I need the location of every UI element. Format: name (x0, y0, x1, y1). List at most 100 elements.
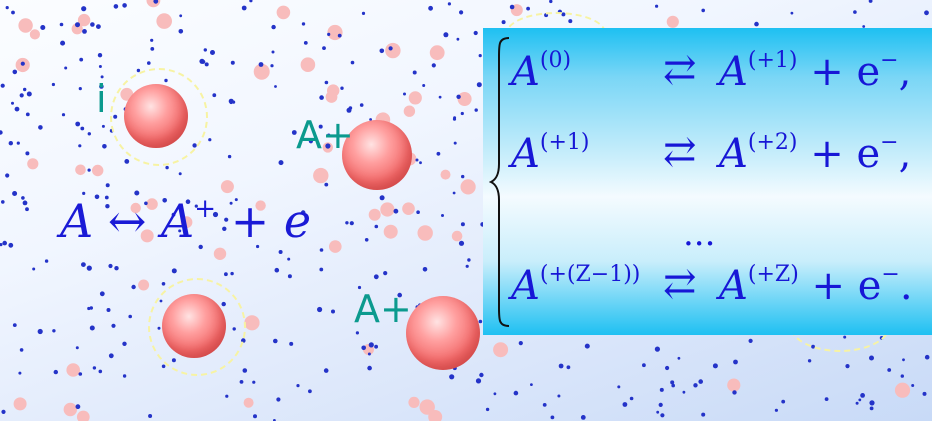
ion-particle (92, 164, 104, 177)
electron-particle (270, 64, 274, 68)
electron-particle (225, 394, 229, 398)
electron-particle (456, 94, 461, 100)
ion-particle (255, 200, 266, 211)
electron-particle (148, 414, 153, 418)
electron-particle (59, 22, 64, 27)
electron-particle (337, 33, 342, 38)
electron-particle (617, 385, 621, 389)
electron-particle (475, 378, 482, 384)
electron-particle (256, 244, 260, 249)
electron-particle (701, 8, 705, 13)
electron-particle (388, 46, 393, 51)
reaction-row: A(0) ⇄ A(+1) + e−, (511, 50, 931, 110)
electron-particle (868, 0, 873, 3)
electron-particle (8, 141, 13, 146)
electron-particle (230, 60, 235, 65)
ion-particle (146, 198, 158, 210)
electron-particle (300, 210, 306, 215)
electron-particle (122, 3, 127, 8)
electron-particle (90, 22, 95, 27)
equation-plus: + (230, 194, 270, 248)
electron-particle (96, 24, 101, 29)
electron-particle (456, 37, 460, 41)
ion-particle (244, 315, 260, 331)
electron-particle (153, 0, 159, 4)
ion-atom (406, 296, 480, 370)
reaction-rhs: A(+1) + e−, (719, 48, 912, 95)
electron-particle (291, 130, 297, 135)
electron-particle (23, 87, 27, 92)
electron-particle (712, 363, 718, 369)
electron-particle (790, 11, 794, 15)
electron-particle (230, 271, 234, 276)
electron-particle (754, 21, 759, 27)
ion-particle (329, 240, 342, 253)
electron-particle (622, 402, 628, 407)
electron-particle (150, 38, 154, 42)
electron-particle (580, 415, 586, 420)
ion-particle (13, 397, 27, 411)
electron-particle (253, 414, 257, 419)
electron-particle (701, 412, 706, 417)
electron-particle (87, 306, 91, 311)
ion-particle (894, 382, 911, 398)
electron-particle (86, 265, 92, 271)
ion-label-text: A+ (296, 113, 354, 157)
electron-particle (349, 221, 354, 226)
electron-particle (308, 389, 312, 394)
electron-particle (61, 113, 66, 117)
atom-halo (148, 278, 246, 376)
electron-particle (92, 366, 97, 370)
electron-particle (75, 346, 79, 350)
reaction-lhs: A(0) (511, 48, 572, 95)
electron-particle (312, 131, 316, 135)
left-brace (489, 37, 510, 327)
electron-particle (319, 248, 324, 252)
electron-particle (105, 204, 110, 209)
electron-particle (94, 194, 100, 200)
electron-particle (364, 238, 369, 242)
ion-particle (380, 202, 395, 217)
electron-particle (198, 244, 203, 250)
equilibrium-arrow: ⇄ (663, 261, 697, 307)
electron-particle (911, 384, 915, 387)
electron-particle (278, 250, 283, 254)
electron-particle (171, 212, 176, 217)
electron-particle (403, 92, 406, 96)
electron-particle (51, 82, 56, 87)
electron-particle (478, 319, 483, 324)
electron-particle (379, 48, 385, 54)
ion-particle (666, 15, 679, 28)
electron-particle (161, 364, 166, 369)
electron-particle (21, 196, 25, 200)
electron-particle (473, 30, 478, 36)
neutral-atom (124, 84, 188, 148)
electron-particle (108, 263, 113, 269)
electron-particle (459, 10, 464, 15)
electron-particle (501, 20, 506, 25)
electron-particle (242, 368, 248, 373)
electron-particle (271, 50, 275, 54)
ion-particle (146, 0, 161, 8)
electron-particle (289, 341, 294, 346)
ion-particle (429, 45, 445, 61)
electron-particle (324, 182, 329, 187)
electron-particle (317, 306, 323, 313)
ion-particle (29, 29, 40, 40)
electron-particle (80, 126, 85, 131)
electron-particle (458, 240, 465, 246)
ion-particle (213, 247, 227, 260)
ion-particle (493, 342, 509, 358)
electron-particle (178, 29, 184, 34)
electron-particle (165, 165, 169, 170)
electron-particle (319, 95, 324, 100)
electron-particle (443, 32, 449, 38)
electron-particle (11, 101, 14, 105)
electron-particle (379, 195, 385, 201)
ion-particle (276, 5, 291, 20)
electron-particle (460, 111, 464, 116)
ion-particle (402, 202, 415, 215)
equation-rhs-species: A (161, 194, 195, 248)
electron-particle (301, 22, 306, 26)
reaction-lhs: A(+(Z−1)) (511, 262, 641, 309)
